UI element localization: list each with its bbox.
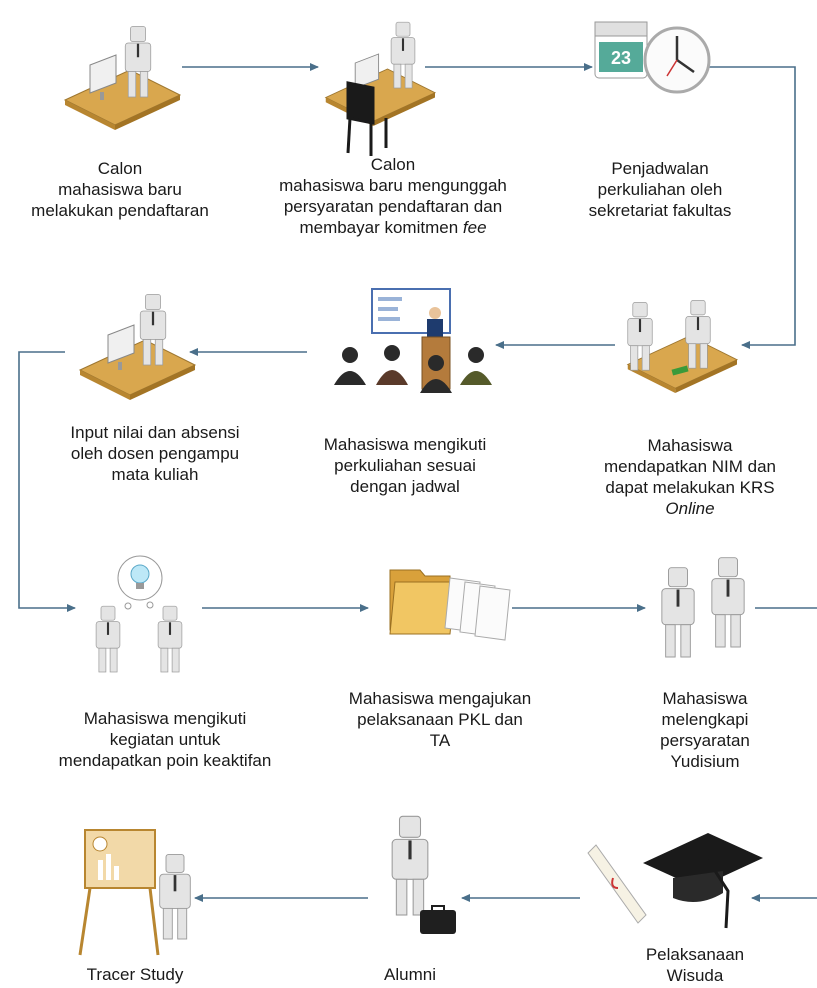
connector-arrows: [18, 63, 817, 902]
step-label-s2: Calon mahasiswa baru mengunggah persyara…: [243, 154, 543, 238]
label-line: Calon: [370, 155, 416, 174]
lecture-icon: [334, 288, 492, 393]
label-line: dapat melakukan KRS: [605, 478, 775, 497]
grading-desk-icon: [79, 294, 196, 401]
label-line: Calon: [97, 159, 143, 178]
label-line: pelaksanaan PKL dan: [357, 710, 523, 729]
label-italic-text: Online: [665, 499, 715, 518]
step-label-s1: Calon mahasiswa baru melakukan pendaftar…: [10, 158, 230, 221]
presentation-board-icon: [78, 829, 191, 956]
idea-people-icon: [95, 555, 183, 673]
label-line: melengkapi: [661, 710, 749, 729]
meeting-desk-icon: [627, 300, 738, 394]
step-label-s4: Mahasiswa mendapatkan NIM dan dapat mela…: [585, 435, 795, 519]
step-label-s6: Input nilai dan absensi oleh dosen penga…: [40, 422, 270, 485]
label-line: Penjadwalan: [611, 159, 709, 178]
label-line: mahasiswa baru: [58, 180, 182, 199]
calendar-clock-icon: 23: [594, 21, 711, 94]
step-label-s12: Tracer Study: [55, 964, 215, 985]
label-line: melakukan pendaftaran: [31, 201, 209, 220]
folder-documents-icon: [389, 569, 511, 641]
label-line: perkuliahan oleh: [597, 180, 723, 199]
label-line: Mahasiswa: [662, 689, 748, 708]
label-line: Pelaksanaan: [645, 945, 745, 964]
label-italic-text: fee: [462, 218, 487, 237]
label-line: mendapatkan NIM dan: [604, 457, 776, 476]
step-label-s11: Alumni: [345, 964, 475, 985]
step-label-s10: Pelaksanaan Wisuda: [605, 944, 785, 986]
step-label-s5: Mahasiswa mengikuti perkuliahan sesuai d…: [305, 434, 505, 497]
label-line: persyaratan: [660, 731, 750, 750]
label-line: TA: [429, 731, 451, 750]
label-line: Yudisium: [670, 752, 740, 771]
label-line: Mahasiswa mengikuti: [323, 435, 487, 454]
label-line: Mahasiswa mengikuti: [83, 709, 247, 728]
step-label-s8: Mahasiswa mengajukan pelaksanaan PKL dan…: [330, 688, 550, 751]
step-label-s3: Penjadwalan perkuliahan oleh sekretariat…: [560, 158, 760, 221]
alumni-briefcase-icon: [391, 815, 456, 934]
label-line: mendapatkan poin keaktifan: [58, 751, 272, 770]
arrow-s6-s7: [18, 351, 76, 612]
label-line: Mahasiswa: [647, 436, 733, 455]
label-line: Wisuda: [666, 966, 724, 985]
label-line: Input nilai dan absensi: [70, 423, 240, 442]
handshake-icon: [661, 557, 745, 658]
label-line: oleh dosen pengampu: [70, 444, 240, 463]
graduation-cap-icon: [587, 833, 763, 929]
label-line: kegiatan untuk: [109, 730, 221, 749]
registration-desk-icon: [64, 26, 181, 131]
label-line: mata kuliah: [111, 465, 199, 484]
label-line: Tracer Study: [86, 965, 184, 984]
arrow-s3-s4: [690, 66, 796, 349]
calendar-day-text: 23: [611, 48, 631, 68]
label-line: perkuliahan sesuai: [334, 456, 476, 475]
label-text: membayar komitmen: [299, 218, 463, 237]
step-label-s9: Mahasiswa melengkapi persyaratan Yudisiu…: [615, 688, 795, 772]
label-line: membayar komitmen fee: [243, 217, 543, 238]
label-line: mahasiswa baru mengunggah: [279, 176, 507, 195]
label-line: Alumni: [384, 965, 436, 984]
label-line: sekretariat fakultas: [588, 201, 732, 220]
label-line: Mahasiswa mengajukan: [348, 689, 532, 708]
label-line: persyaratan pendaftaran dan: [283, 197, 503, 216]
upload-desk-icon: [325, 21, 436, 156]
label-line: dengan jadwal: [350, 477, 460, 496]
step-label-s7: Mahasiswa mengikuti kegiatan untuk menda…: [30, 708, 300, 771]
